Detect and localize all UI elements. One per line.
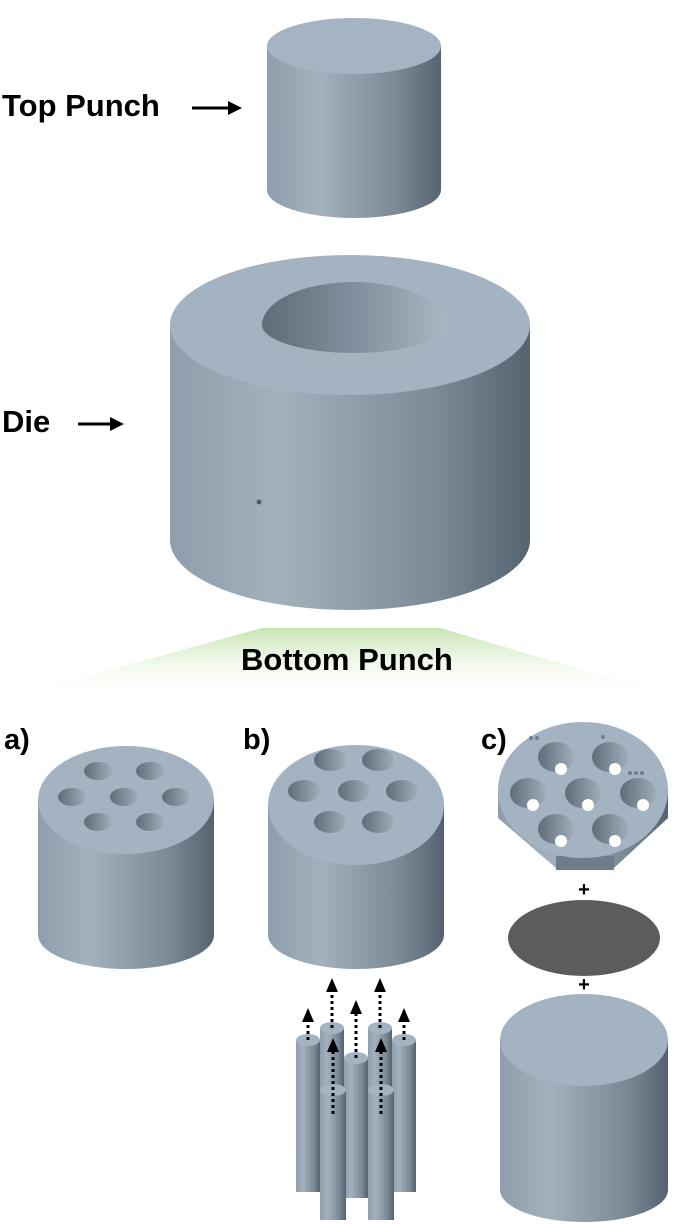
pin: [320, 1084, 346, 1220]
die-pinhole: [256, 499, 262, 505]
bottom-punch-banner: [0, 628, 685, 700]
pressing-holes: [58, 762, 190, 831]
pin: [296, 1034, 320, 1192]
pin: [344, 1052, 368, 1198]
bottom-punch-variant-a: [38, 746, 214, 969]
top-punch: [267, 18, 441, 218]
plus-sign-upper: +: [578, 879, 590, 901]
plus-sign-lower: +: [578, 974, 590, 996]
die-label: Die: [2, 404, 51, 439]
solid-punch: [500, 994, 668, 1222]
top-punch-label: Top Punch: [2, 88, 160, 123]
insertion-arrows: [302, 978, 410, 1114]
through-holes: [288, 749, 418, 833]
perforated-plate: [498, 722, 668, 870]
die: [170, 255, 530, 610]
variant-b-label: b): [243, 724, 271, 756]
die-arrow: [78, 417, 124, 431]
pin: [392, 1034, 416, 1192]
bottom-punch-variant-b: [268, 745, 444, 969]
bottom-punch-variant-c: [498, 722, 668, 1222]
filter-disc: [508, 900, 660, 976]
variant-a-label: a): [4, 724, 30, 756]
variant-c-label: c): [481, 724, 507, 756]
pin: [368, 1084, 394, 1220]
top-punch-arrow: [192, 101, 242, 115]
bottom-punch-label: Bottom Punch: [241, 642, 453, 677]
